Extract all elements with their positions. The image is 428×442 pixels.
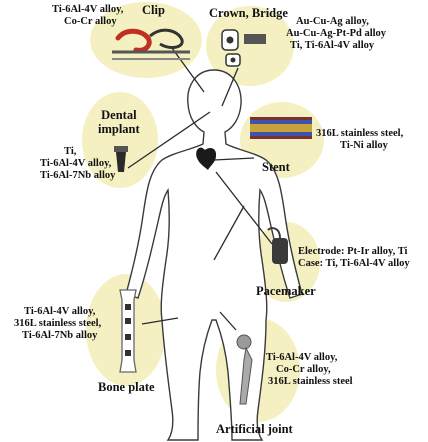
stent-icon <box>250 117 312 139</box>
bone-plate-icon <box>120 290 136 372</box>
dental-implant-title-line-2: implant <box>98 122 140 136</box>
pacemaker-material-2: Case: Ti, Ti-6Al-4V alloy <box>298 258 410 270</box>
dental-implant-title-line-1: Dental <box>98 108 140 122</box>
crown-materials-label: Au-Cu-Ag alloy, Au-Cu-Ag-Pt-Pd alloy Ti,… <box>286 16 386 52</box>
clip-material-2: Co-Cr alloy <box>52 16 123 28</box>
clip-materials-label: Ti-6Al-4V alloy, Co-Cr alloy <box>52 4 123 28</box>
plate-material-1: Ti-6Al-4V alloy, <box>14 306 101 318</box>
joint-material-3: 316L stainless steel <box>266 376 353 388</box>
stent-material-2: Ti-Ni alloy <box>316 140 403 152</box>
clip-material-1: Ti-6Al-4V alloy, <box>52 4 123 16</box>
dental-material-3: Ti-6Al-7Nb alloy <box>40 170 115 182</box>
pacemaker-title: Pacemaker <box>256 284 316 298</box>
plate-materials-label: Ti-6Al-4V alloy, 316L stainless steel, T… <box>14 306 101 342</box>
crown-material-2: Au-Cu-Ag-Pt-Pd alloy <box>286 28 386 40</box>
pacemaker-material-1: Electrode: Pt-Ir alloy, Ti <box>298 246 410 258</box>
crown-material-1: Au-Cu-Ag alloy, <box>286 16 386 28</box>
dental-materials-label: Ti, Ti-6Al-4V alloy, Ti-6Al-7Nb alloy <box>40 146 115 182</box>
plate-material-3: Ti-6Al-7Nb alloy <box>14 330 101 342</box>
joint-materials-label: Ti-6Al-4V alloy, Co-Cr alloy, 316L stain… <box>266 352 353 388</box>
stent-material-1: 316L stainless steel, <box>316 128 403 140</box>
dental-material-2: Ti-6Al-4V alloy, <box>40 158 115 170</box>
clip-title: Clip <box>142 3 165 17</box>
crown-bridge-title: Crown, Bridge <box>209 6 288 20</box>
joint-material-2: Co-Cr alloy, <box>266 364 353 376</box>
pacemaker-materials-label: Electrode: Pt-Ir alloy, Ti Case: Ti, Ti-… <box>298 246 410 270</box>
dental-implant-title: Dental implant <box>98 108 140 136</box>
bone-plate-title: Bone plate <box>98 380 155 394</box>
dental-material-1: Ti, <box>40 146 115 158</box>
crown-material-3: Ti, Ti-6Al-4V alloy <box>286 40 386 52</box>
stent-title: Stent <box>262 160 290 174</box>
stent-materials-label: 316L stainless steel, Ti-Ni alloy <box>316 128 403 152</box>
artificial-joint-title: Artificial joint <box>216 422 293 436</box>
joint-material-1: Ti-6Al-4V alloy, <box>266 352 353 364</box>
plate-material-2: 316L stainless steel, <box>14 318 101 330</box>
